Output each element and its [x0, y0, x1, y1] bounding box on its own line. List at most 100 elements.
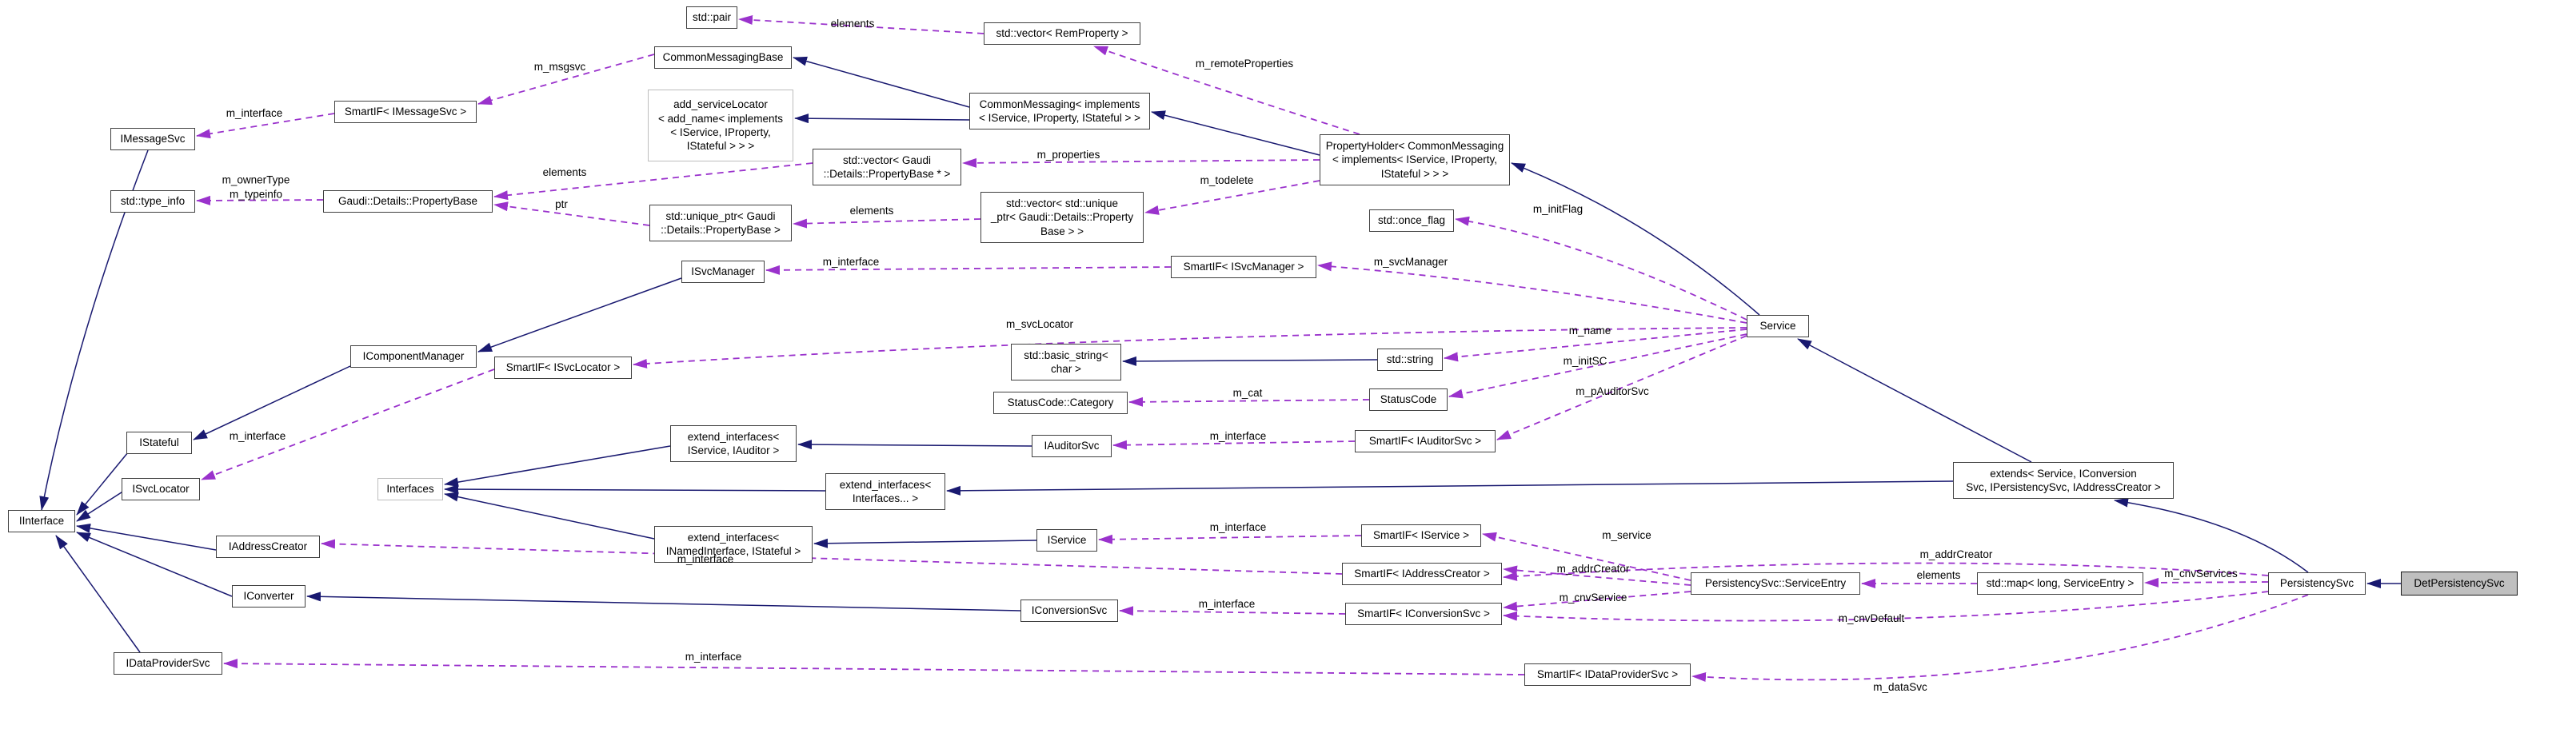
inherit-edge-2	[1151, 110, 1320, 156]
node-istateful[interactable]: IStateful	[126, 432, 192, 454]
node-smartif-isvclocator[interactable]: SmartIF< ISvcLocator >	[494, 357, 632, 379]
edge-label-m_name: m_name	[1568, 325, 1611, 337]
usage-edge-43	[1098, 534, 1362, 544]
node-isvclocator[interactable]: ISvcLocator	[122, 478, 200, 500]
usage-edge-26	[196, 113, 335, 139]
edge-label-m_addrCreator: m_addrCreator	[1919, 548, 1993, 561]
node-propertybase[interactable]: Gaudi::Details::PropertyBase	[323, 190, 493, 213]
node-std-string: std::string	[1377, 349, 1443, 371]
node-service[interactable]: Service	[1747, 315, 1809, 337]
edge-label-m_interface: m_interface	[685, 651, 742, 663]
inherit-edge-15	[444, 492, 655, 540]
node-extend-interfaces-pack[interactable]: extend_interfaces< Interfaces... >	[825, 473, 945, 510]
usage-edge-35	[1317, 261, 1747, 324]
node-basic-string: std::basic_string< char >	[1011, 344, 1121, 380]
inherit-edge-11	[193, 365, 351, 440]
node-iaddresscreator[interactable]: IAddressCreator	[216, 536, 320, 558]
node-iservice[interactable]: IService	[1036, 529, 1097, 552]
edge-label-m_svcManager: m_svcManager	[1373, 256, 1448, 269]
node-persistencysvc[interactable]: PersistencySvc	[2268, 572, 2366, 595]
node-vector-unique-ptr: std::vector< std::unique _ptr< Gaudi::De…	[980, 192, 1144, 243]
node-isvcmanager[interactable]: ISvcManager	[681, 261, 765, 283]
node-std-type-info: std::type_info	[110, 190, 195, 213]
node-std-pair: std::pair	[686, 6, 737, 29]
inherit-edge-18	[946, 480, 1954, 496]
edge-label-elements: elements	[830, 18, 875, 30]
edge-label-m_interface: m_interface	[226, 107, 283, 120]
edge-label-m_dataSvc: m_dataSvc	[1873, 681, 1927, 694]
edge-label-ptr: ptr	[555, 198, 568, 211]
edge-label-m_cat: m_cat	[1232, 387, 1263, 400]
edge-label-elements: elements	[1916, 569, 1961, 582]
edge-label-m_cnvDefault: m_cnvDefault	[1838, 612, 1905, 625]
usage-edge-48	[1503, 591, 1691, 612]
node-detpersistencysvc: DetPersistencySvc	[2401, 572, 2518, 596]
node-smartif-iconversionsvc[interactable]: SmartIF< IConversionSvc >	[1345, 603, 1502, 625]
usage-edge-28	[493, 162, 813, 201]
edge-label-m_addrCreator: m_addrCreator	[1556, 563, 1630, 576]
node-statuscode-category[interactable]: StatusCode::Category	[993, 392, 1128, 414]
node-smartif-imessagesvc[interactable]: SmartIF< IMessageSvc >	[334, 101, 477, 123]
usage-edge-31	[793, 218, 981, 229]
inherit-edge-3	[1511, 162, 1760, 316]
edge-label-m_msgsvc: m_msgsvc	[533, 61, 586, 74]
inherit-edge-14	[444, 484, 826, 495]
usage-edge-27	[196, 195, 324, 205]
node-serviceentry[interactable]: PersistencySvc::ServiceEntry	[1691, 572, 1860, 595]
node-commonmessagingbase[interactable]: CommonMessagingBase	[654, 46, 792, 69]
node-iauditorsvc[interactable]: IAuditorSvc	[1032, 435, 1112, 457]
inherit-edge-16	[797, 440, 1032, 450]
usage-edge-46	[1503, 565, 1691, 586]
node-imessagesvc[interactable]: IMessageSvc	[110, 128, 195, 150]
inherit-edge-13	[444, 445, 671, 488]
node-std-map: std::map< long, ServiceEntry >	[1977, 572, 2143, 595]
inherit-edge-6	[76, 490, 125, 522]
usage-edge-47	[1503, 562, 2269, 581]
node-interfaces: Interfaces	[377, 478, 443, 500]
node-smartif-idataprovidersvc[interactable]: SmartIF< IDataProviderSvc >	[1524, 663, 1691, 686]
node-smartif-iauditorsvc[interactable]: SmartIF< IAuditorSvc >	[1355, 430, 1496, 452]
node-add-servicelocator: add_serviceLocator < add_name< implement…	[648, 90, 793, 161]
node-extend-interfaces-iservice-iauditor[interactable]: extend_interfaces< IService, IAuditor >	[670, 425, 797, 462]
node-smartif-isvcmanager[interactable]: SmartIF< ISvcManager >	[1171, 256, 1316, 278]
inherit-edge-5	[76, 452, 129, 516]
node-extend-interfaces-named[interactable]: extend_interfaces< INamedInterface, ISta…	[654, 526, 813, 563]
usage-edge-45	[321, 539, 1343, 575]
node-statuscode[interactable]: StatusCode	[1369, 388, 1448, 411]
usage-edge-23	[738, 15, 984, 34]
node-once-flag: std::once_flag	[1369, 209, 1454, 232]
edge-label-elements: elements	[849, 205, 894, 217]
edge-label-m_interface: m_interface	[822, 256, 880, 269]
node-smartif-iaddresscreator[interactable]: SmartIF< IAddressCreator >	[1342, 563, 1502, 585]
node-propertyholder[interactable]: PropertyHolder< CommonMessaging < implem…	[1320, 134, 1510, 185]
inherit-edge-12	[1122, 356, 1378, 366]
node-commonmessaging[interactable]: CommonMessaging< implements < IService, …	[969, 93, 1150, 129]
usage-edge-53	[223, 659, 1525, 675]
node-extends-box[interactable]: extends< Service, IConversion Svc, IPers…	[1953, 462, 2174, 499]
usage-edge-34	[765, 265, 1172, 275]
edge-label-m_interface: m_interface	[1209, 521, 1267, 534]
node-iinterface[interactable]: IInterface	[8, 510, 75, 532]
usage-edge-49	[1503, 591, 2269, 622]
node-smartif-iservice[interactable]: SmartIF< IService >	[1361, 524, 1481, 547]
usage-edge-32	[1144, 180, 1320, 215]
inherit-edge-7	[76, 523, 217, 551]
inherit-edge-20	[2114, 497, 2309, 573]
inherit-edge-0	[793, 56, 970, 108]
node-idataprovidersvc[interactable]: IDataProviderSvc	[114, 652, 222, 675]
edge-label-m_cnvServices: m_cnvServices	[2164, 568, 2238, 580]
node-icomponentmanager[interactable]: IComponentManager	[350, 345, 477, 368]
node-iconversionsvc[interactable]: IConversionSvc	[1020, 600, 1118, 622]
usage-edge-50	[1119, 606, 1346, 616]
edge-label-m_remoteProperties: m_remoteProperties	[1195, 58, 1294, 70]
usage-edge-40	[1496, 335, 1747, 440]
inherit-edge-10	[477, 277, 682, 353]
edge-label-m_interface: m_interface	[229, 430, 286, 443]
usage-edge-52	[2144, 577, 2269, 588]
usage-edge-38	[1448, 333, 1747, 399]
usage-edge-37	[1444, 329, 1747, 362]
node-iconverter[interactable]: IConverter	[232, 585, 306, 608]
edge-label-m_properties: m_properties	[1036, 149, 1100, 161]
